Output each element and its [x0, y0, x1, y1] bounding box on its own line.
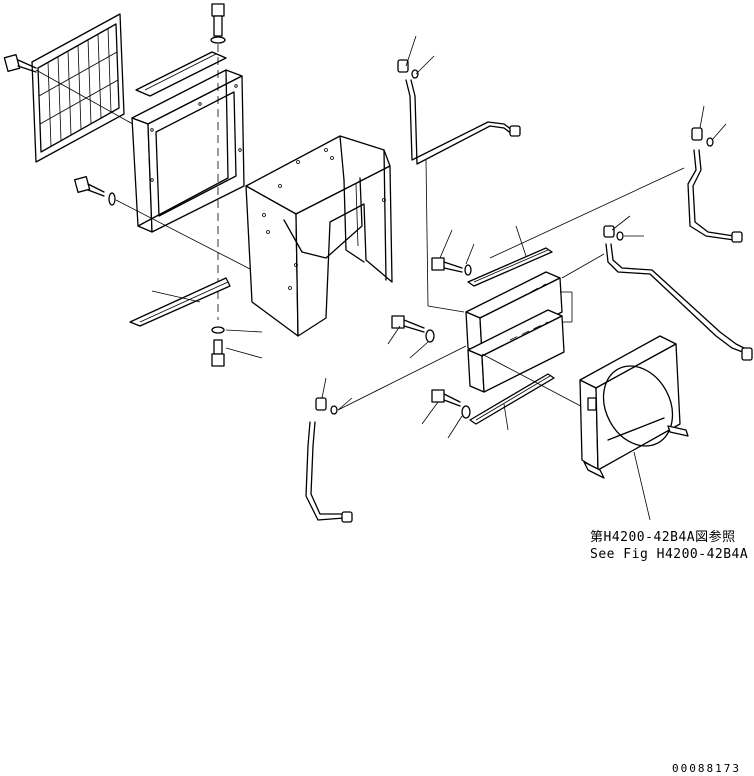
- upper-strip: [467, 247, 553, 287]
- leader-bolt-upper-strip: [439, 229, 453, 259]
- centerline-cores: [481, 353, 593, 413]
- centerline-pipe-middle: [561, 253, 605, 279]
- radiator-frame: [131, 69, 245, 233]
- leader-washer-lower: [447, 415, 463, 439]
- leader-pipe-upper-2: [415, 55, 435, 75]
- leader-bolt-left: [115, 199, 253, 271]
- leader-pipe-right-1: [699, 105, 705, 129]
- drawing-number: 00088173: [672, 762, 741, 775]
- leader-pipe-right-2: [711, 123, 727, 141]
- bolt-grille: [3, 54, 37, 73]
- pipe-upper: [397, 59, 521, 165]
- leader-bolt-core-left: [387, 325, 401, 345]
- grille-screen: [31, 13, 125, 163]
- cooler-core-lower: [467, 309, 565, 393]
- leader-washer-upper-strip: [465, 243, 475, 265]
- bolt-lower: [431, 389, 471, 419]
- pipe-middle: [603, 225, 753, 361]
- bottom-bracket: [129, 277, 231, 327]
- centerline-pipe-right: [489, 167, 685, 259]
- leader-bolt-grille: [35, 69, 141, 129]
- top-cover-plate: [135, 51, 227, 97]
- centerline-pipe-upper: [425, 159, 429, 307]
- reference-en: See Fig H4200-42B4A: [590, 547, 748, 562]
- bolt-left-middle: [74, 176, 116, 206]
- centerline-pipe-lower: [337, 345, 467, 411]
- leader-bracket: [151, 290, 201, 303]
- fan-shroud: [579, 335, 689, 479]
- leader-fan-shroud: [633, 451, 651, 521]
- leader-pipe-lower-1: [321, 377, 327, 399]
- leader-pipe-upper-1: [405, 35, 417, 67]
- leader-pipe-middle-1: [611, 215, 631, 231]
- leader-pipe-lower-2: [337, 397, 353, 411]
- pipe-right: [687, 127, 743, 243]
- bolt-core-left: [391, 315, 435, 343]
- leader-washer-core-left: [409, 341, 429, 359]
- leader-bolt-lower: [421, 401, 439, 425]
- reference-jp: 第H4200-42B4A図参照: [590, 529, 736, 545]
- centerline-pipe-upper-2: [427, 305, 465, 313]
- radiator-housing: [245, 135, 393, 337]
- bolt-bottom: [211, 326, 263, 367]
- leader-upper-strip: [515, 225, 527, 257]
- pipe-lower-left: [305, 397, 353, 523]
- bolt-upper-strip: [431, 257, 472, 276]
- leader-lower-strip: [503, 403, 509, 431]
- bolt-top: [210, 3, 226, 44]
